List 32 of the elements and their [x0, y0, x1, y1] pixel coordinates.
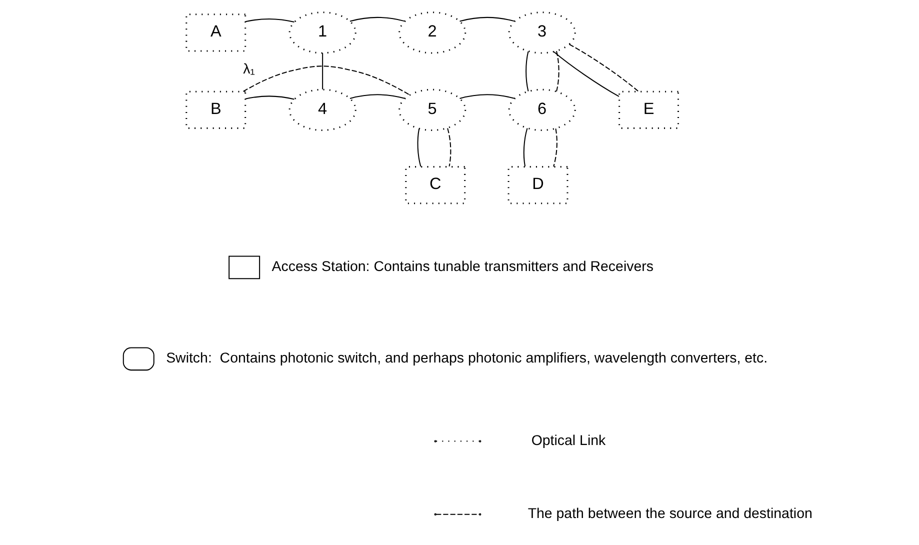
legend-label: Switch: Contains photonic switch, and perhaps photonic amplifiers, wavelength converters, etc.: [166, 350, 768, 367]
node-ellipse: 2: [398, 12, 466, 54]
connector: [568, 44, 639, 92]
connector: [350, 16, 405, 22]
connector: [245, 96, 294, 100]
connector: [460, 16, 515, 22]
connector: [553, 128, 558, 167]
node-ellipse: 5: [398, 88, 466, 131]
node-ellipse: 4: [288, 88, 356, 131]
connector: [523, 128, 528, 166]
connector: [554, 52, 620, 97]
connector: [556, 51, 560, 92]
legend-label: Access Station: Contains tunable transmitters and Receivers: [272, 259, 654, 276]
node-box: D: [508, 166, 568, 204]
node-ellipse: 3: [508, 12, 576, 54]
connector: [322, 53, 324, 90]
edge-label: λ₁: [243, 62, 255, 78]
node-box: A: [186, 14, 246, 52]
node-ellipse: 1: [288, 12, 356, 54]
node-box: C: [405, 166, 466, 204]
connector: [243, 66, 410, 96]
node-box: E: [618, 90, 679, 129]
connector: [417, 128, 422, 167]
connector: [447, 128, 452, 166]
connector: [245, 18, 294, 22]
legend-label: Optical Link: [531, 432, 606, 449]
node-ellipse: 6: [508, 88, 576, 131]
legend-label: The path between the source and destination: [528, 506, 812, 522]
connector: [350, 94, 405, 99]
connector: [526, 51, 529, 92]
node-box: B: [186, 90, 246, 129]
connector: [460, 94, 515, 99]
